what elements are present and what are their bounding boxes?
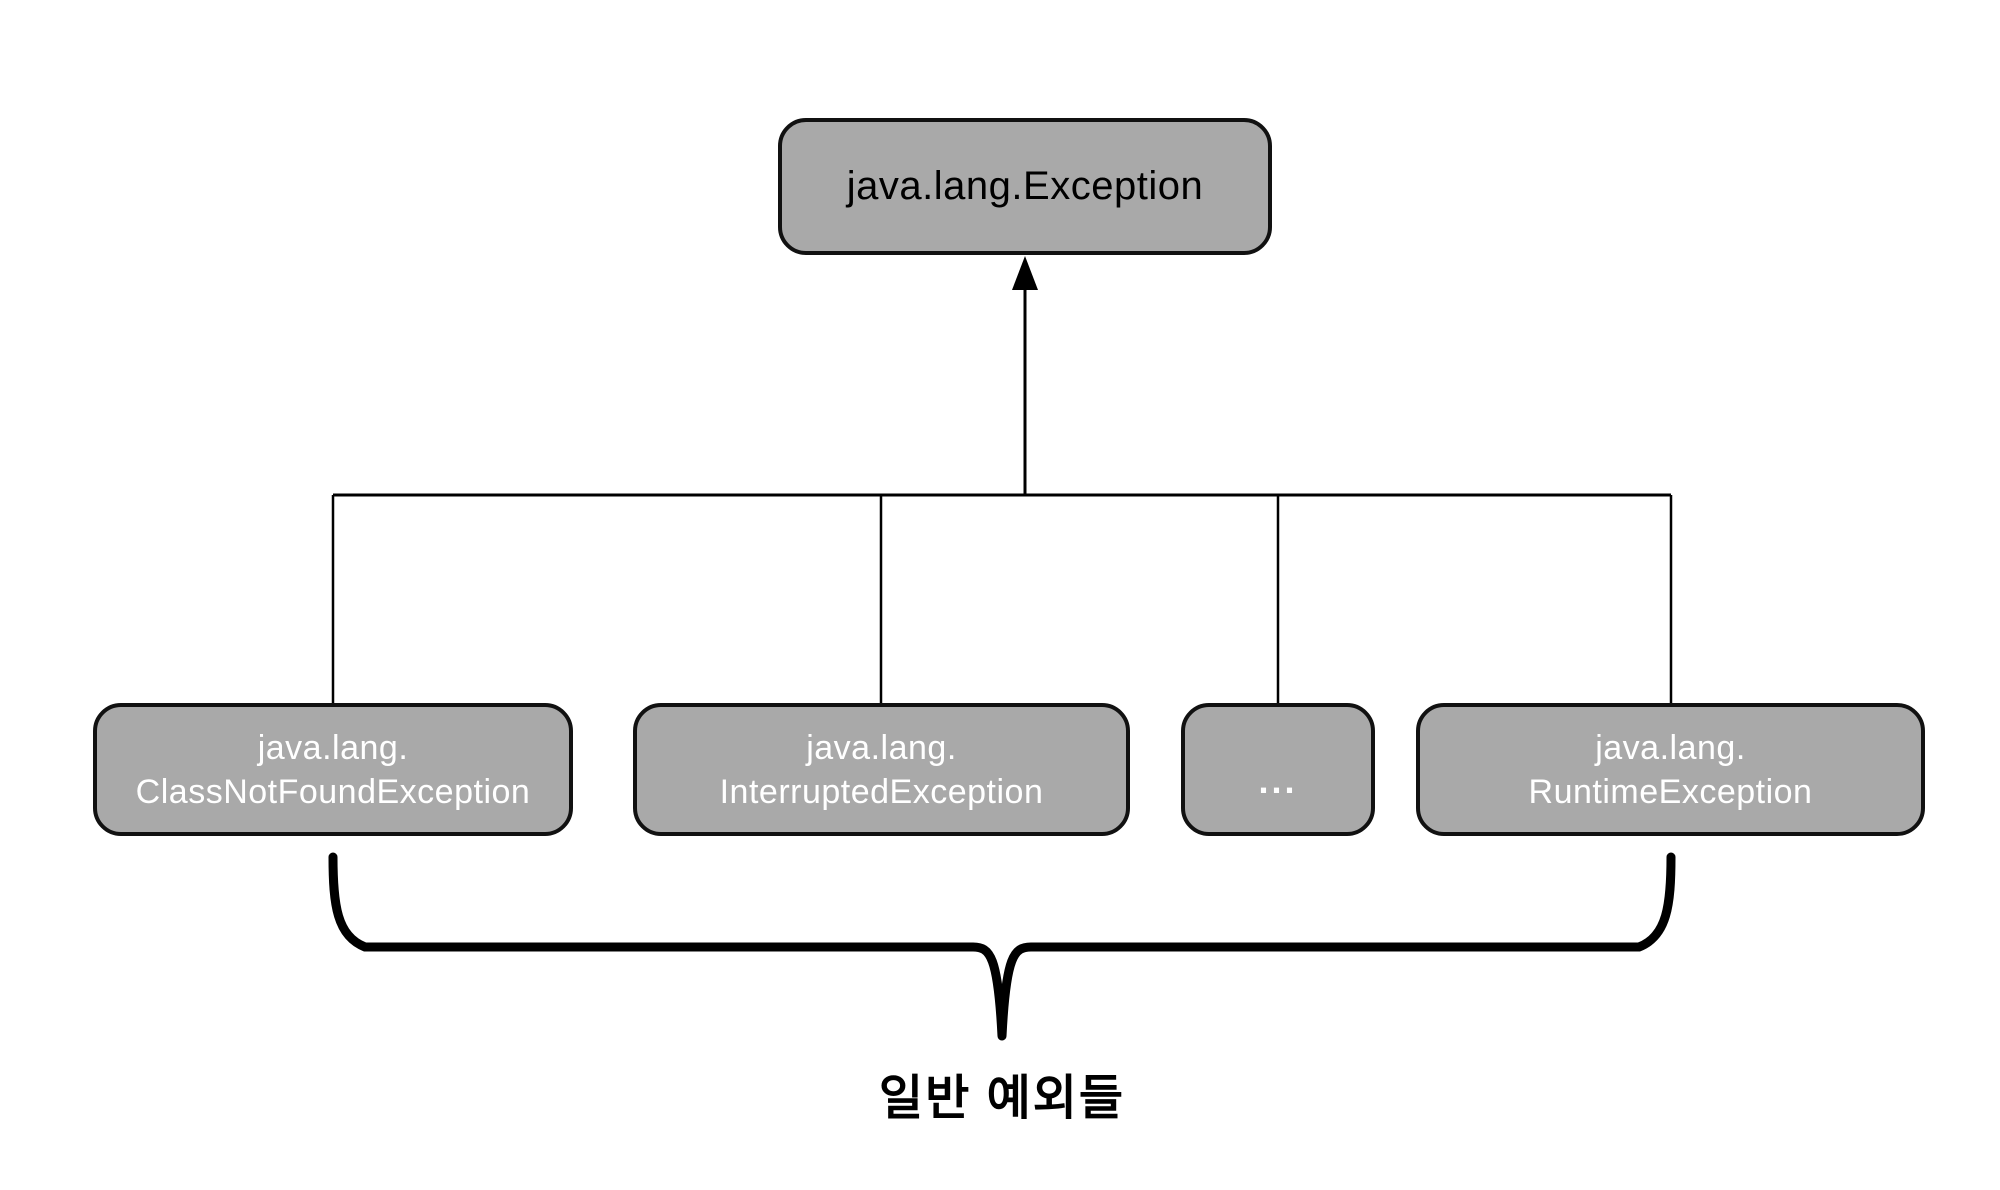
node-java-lang-exception: java.lang.Exception [778, 118, 1272, 255]
node-interruptedexception: java.lang. InterruptedException [633, 703, 1130, 836]
node-runtimeexception-label-line2: RuntimeException [1528, 772, 1813, 811]
node-classnotfoundexception: java.lang. ClassNotFoundException [93, 703, 573, 836]
ellipsis-label: ... [1258, 759, 1298, 801]
node-java-lang-exception-label: java.lang.Exception [846, 164, 1204, 208]
arrowhead-up-icon [1012, 256, 1038, 290]
underbrace-label: 일반 예외들 [878, 1072, 1126, 1125]
node-runtimeexception: java.lang. RuntimeException [1416, 703, 1925, 836]
node-interruptedexception-label-line2: InterruptedException [719, 772, 1044, 811]
node-classnotfoundexception-label-line2: ClassNotFoundException [135, 772, 531, 811]
node-interruptedexception-label-line1: java.lang. [806, 728, 957, 767]
node-other-exceptions-ellipsis: ... [1181, 703, 1375, 836]
node-runtimeexception-label-line1: java.lang. [1595, 728, 1746, 767]
underbrace-shape [328, 852, 1676, 1041]
node-classnotfoundexception-label-line1: java.lang. [257, 728, 409, 767]
